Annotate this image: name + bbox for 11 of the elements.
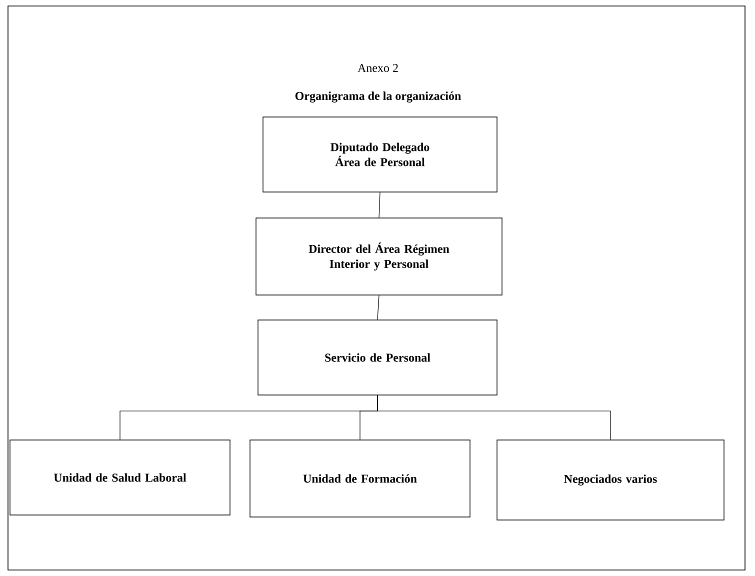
connector-line	[377, 395, 611, 440]
org-box: Unidad de Salud Laboral	[10, 440, 230, 516]
org-box: Servicio de Personal	[258, 320, 498, 396]
connector-line	[378, 192, 380, 218]
org-box: Negociados varios	[496, 440, 724, 520]
heading: Anexo 2	[358, 64, 398, 72]
org-box: Unidad de Formación	[250, 440, 470, 518]
org-box: Director del Área Régimen Interior y Personal	[256, 218, 502, 296]
subheading: Organigrama de la organización	[295, 92, 461, 102]
org-box: Diputado Delegado Área de Personal	[262, 116, 498, 192]
connector-line	[377, 295, 380, 320]
